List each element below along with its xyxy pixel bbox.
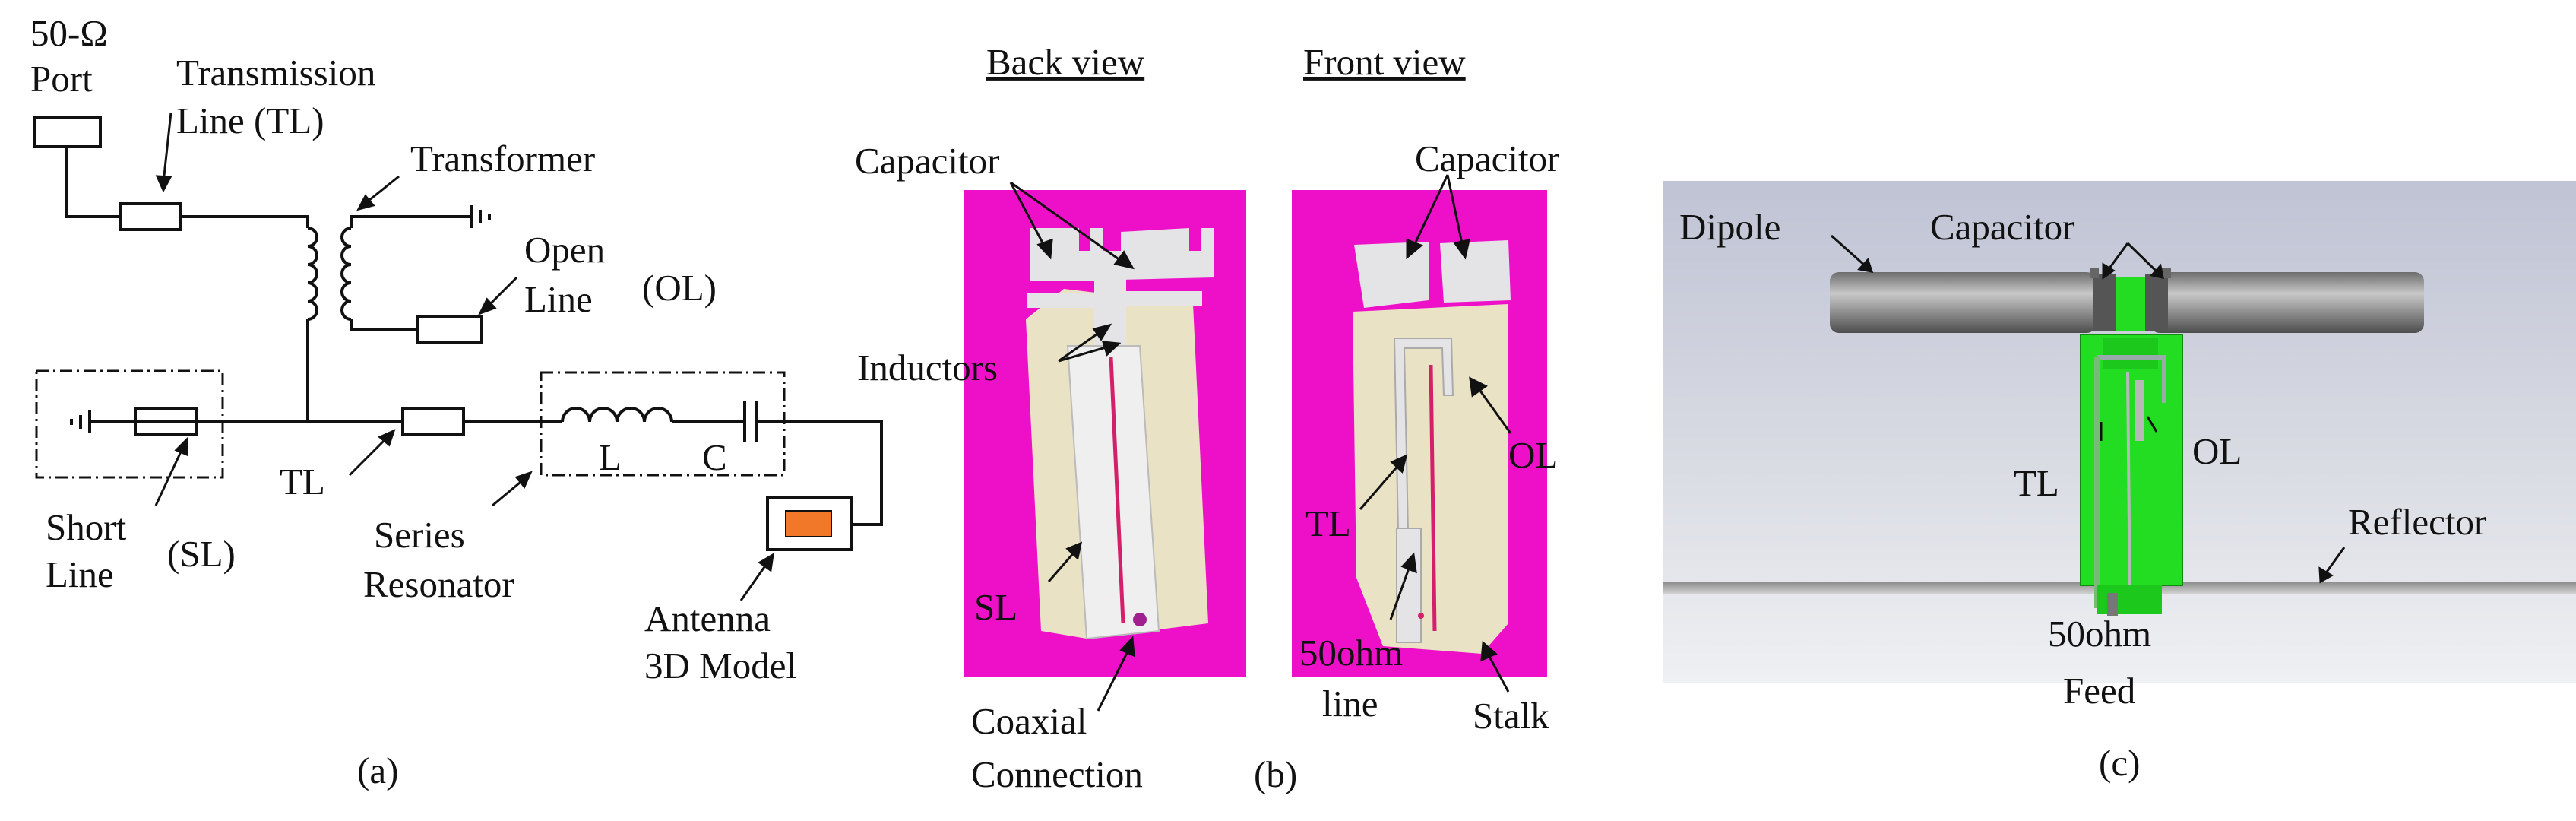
secondary-top-wire — [350, 215, 471, 228]
capacitor-back-label: Capacitor — [855, 140, 999, 182]
panel-b-arrows — [1009, 174, 1512, 712]
tl-label-1: Transmission — [176, 52, 375, 94]
panel-a-schematic — [33, 112, 883, 601]
port-label-1: 50-Ω — [30, 12, 108, 54]
inductor-coil — [561, 407, 673, 423]
port-box — [33, 116, 102, 148]
3d-transmission-line — [2097, 355, 2166, 403]
capacitor-front-label: Capacitor — [1415, 138, 1559, 179]
series-resonator-dashed-box — [540, 371, 786, 477]
3d-open-line — [2135, 380, 2144, 441]
tl-mid-box — [401, 407, 465, 436]
panel-a-labels: 50-Ω Port Transmission Line (TL) Transfo… — [30, 12, 796, 791]
dipole-arm-left — [1830, 272, 2096, 333]
inductors-label: Inductors — [857, 347, 998, 388]
open-line-box — [416, 315, 483, 344]
open-line-abbr: (OL) — [642, 267, 717, 309]
panel-b-photos — [964, 174, 1547, 712]
port-wire — [65, 147, 120, 218]
short-line-box — [134, 407, 198, 436]
panel-a-arrows — [154, 112, 774, 601]
antenna-box — [766, 496, 853, 551]
open-line-label-2: Line — [524, 278, 593, 320]
tl-label-2: Line (TL) — [176, 100, 324, 141]
front-view-board — [1353, 240, 1511, 654]
capacitor-3d-label: Capacitor — [1930, 206, 2074, 248]
front-view-label: Front view — [1303, 41, 1466, 83]
open-line-label-1: Open — [524, 229, 605, 271]
tl-short-label: TL — [280, 461, 325, 502]
to-antenna-wire — [757, 420, 883, 526]
short-line-dashed-box — [35, 369, 224, 479]
ol-photo-label: OL — [1508, 434, 1558, 476]
short-line-label-2: Line — [46, 553, 114, 595]
antenna-3d-model-icon — [785, 510, 832, 537]
tl-top-wire — [181, 215, 309, 228]
inductor-label: L — [599, 436, 622, 478]
50ohm-line-strip — [1396, 528, 1422, 643]
capacitor-block-left — [2093, 274, 2116, 331]
panel-c-labels: Dipole Capacitor TL OL Reflector 50ohm F… — [1679, 206, 2486, 784]
capacitor-block-right — [2145, 274, 2168, 331]
short-line-label-1: Short — [46, 506, 127, 548]
ol-3d-label: OL — [2192, 430, 2242, 472]
50ohm-line-label-2: line — [1322, 683, 1378, 724]
port-label-2: Port — [30, 58, 93, 100]
transformer-label: Transformer — [410, 138, 595, 179]
panel-c-caption: (c) — [2099, 742, 2140, 784]
sl-label: SL — [974, 586, 1017, 628]
panel-c-3d-model — [1663, 181, 2576, 683]
tl-3d-label: TL — [2014, 462, 2059, 504]
stalk-label: Stalk — [1473, 695, 1549, 737]
transformer-primary-coil — [307, 227, 318, 321]
panel-b-labels: Back view Front view Capacitor Capacitor… — [855, 41, 1559, 795]
coaxial-label-2: Connection — [971, 753, 1143, 795]
dipole-label: Dipole — [1679, 206, 1780, 248]
capacitor-label: C — [702, 436, 727, 478]
50ohm-line-label-1: 50ohm — [1299, 632, 1403, 674]
series-resonator-label-2: Resonator — [363, 563, 514, 605]
feed-label-2: Feed — [2063, 670, 2135, 712]
transformer-secondary-coil — [340, 227, 352, 321]
back-view-label: Back view — [986, 41, 1145, 83]
panel-b-caption: (b) — [1254, 753, 1297, 795]
short-line-abbr: (SL) — [167, 533, 236, 575]
antenna-label-1: Antenna — [644, 598, 771, 639]
panel-c-arrows — [1831, 234, 2346, 584]
tl-photo-label: TL — [1305, 502, 1351, 544]
3d-feed-probe — [2107, 593, 2118, 616]
dipole-arm-right — [2150, 272, 2424, 333]
secondary-bottom-wire — [350, 319, 418, 331]
feed-label-1: 50ohm — [2048, 613, 2151, 655]
series-resonator-label-1: Series — [374, 514, 465, 556]
coaxial-label-1: Coaxial — [971, 700, 1087, 742]
panel-a-caption: (a) — [357, 750, 398, 791]
antenna-label-2: 3D Model — [644, 645, 796, 686]
reflector-label: Reflector — [2348, 501, 2486, 543]
tl-top-box — [119, 202, 182, 231]
